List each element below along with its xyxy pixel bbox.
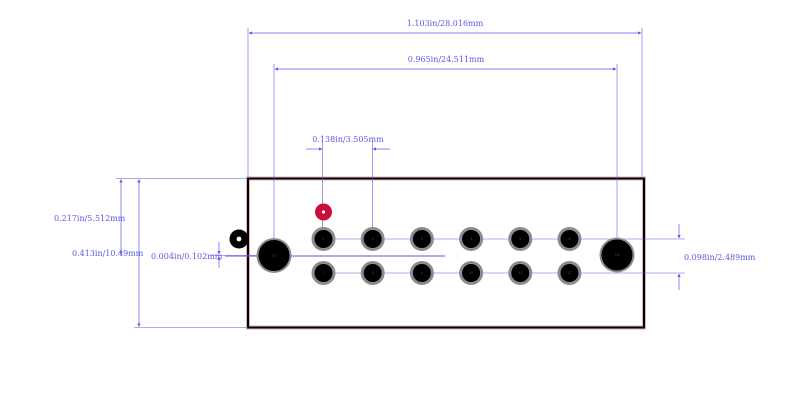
pad-label: 12 — [567, 271, 571, 275]
component-outline — [247, 177, 645, 329]
pad-label: 4 — [470, 237, 473, 241]
pad-6: 6 — [557, 227, 582, 251]
pad-2: 2 — [360, 227, 385, 251]
mount-hole-left: 13 — [256, 238, 292, 273]
pad-3: 3 — [409, 227, 434, 251]
pad-label: 6 — [568, 237, 570, 241]
pad-9: 9 — [409, 261, 434, 285]
pad-label: 3 — [421, 237, 423, 241]
pad-8: 8 — [360, 261, 385, 285]
pin1-marker-icon — [315, 203, 332, 221]
pad-label: 10 — [469, 271, 473, 275]
outline-glow — [246, 176, 646, 330]
dim-top-offset: 0.217in/5.512mm — [54, 214, 126, 223]
pad-label: 5 — [519, 237, 521, 241]
pad-7: 7 — [311, 261, 336, 285]
dim-overall-width: 1.103in/28.016mm — [407, 19, 484, 28]
dim-overall-height: 0.413in/10.49mm — [72, 249, 144, 258]
dim-pin-pitch: 0.138in/3.505mm — [312, 135, 384, 144]
pad-label: 7 — [322, 271, 324, 275]
dim-row-offset: 0.004in/0.102mm — [151, 252, 223, 261]
extension-lines — [116, 28, 685, 328]
pad-5: 5 — [508, 227, 533, 251]
dim-row-spacing: 0.098in/2.489mm — [684, 253, 756, 262]
dim-mount-spacing: 0.965in/24.511mm — [408, 55, 485, 64]
pad-label: 9 — [421, 271, 423, 275]
mount-hole-right: 14 — [599, 237, 635, 273]
svg-text:13: 13 — [272, 254, 276, 258]
pad-11: 11 — [508, 261, 533, 285]
pad-label: 1 — [322, 237, 324, 241]
pad-label: 8 — [372, 271, 374, 275]
pad-4: 4 — [459, 227, 484, 251]
pad-label: 2 — [372, 237, 374, 241]
pad-10: 10 — [459, 261, 484, 285]
dimension-lines — [119, 31, 681, 327]
pad-label: 11 — [518, 271, 522, 275]
pad-1: 1 — [311, 227, 336, 251]
pad-12: 12 — [557, 261, 582, 285]
polarity-marker-icon — [229, 229, 249, 249]
svg-text:14: 14 — [615, 253, 620, 257]
